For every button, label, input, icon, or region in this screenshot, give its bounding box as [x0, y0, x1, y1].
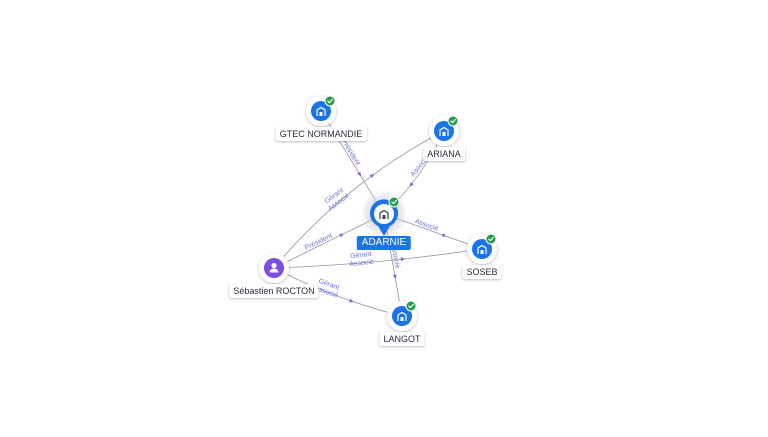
edge-arrow — [409, 182, 414, 187]
edge-arrow — [441, 232, 447, 237]
verified-check-icon — [485, 233, 497, 245]
verified-check-icon — [447, 115, 459, 127]
edge-rocton-langot[interactable] — [273, 267, 403, 317]
focus-pin-inner — [374, 204, 394, 224]
edge-rocton-ariana[interactable] — [273, 130, 445, 269]
person-icon — [269, 262, 279, 273]
node-label-langot[interactable]: LANGOT — [379, 332, 425, 346]
edge-label: Président — [340, 138, 361, 167]
building-icon — [397, 311, 407, 321]
edge-arrow — [369, 173, 375, 179]
edge-label: Gérant — [350, 251, 372, 260]
node-label-adarnie[interactable]: ADARNIE — [356, 236, 412, 250]
edge-label: Associé — [389, 244, 400, 269]
node-label-rocton[interactable]: Sébastien ROCTON — [229, 284, 319, 298]
node-ariana[interactable] — [429, 115, 459, 146]
node-fill — [392, 306, 412, 326]
building-icon — [379, 209, 389, 219]
node-label-gtec[interactable]: GTEC NORMANDIE — [275, 127, 367, 141]
node-fill — [311, 101, 331, 121]
edge-label: Associé — [349, 259, 374, 269]
node-gtec[interactable] — [306, 95, 336, 126]
edge-arrow — [357, 171, 362, 177]
edge-label: Associé — [414, 218, 440, 233]
node-langot[interactable] — [387, 300, 417, 331]
edge-arrow — [339, 233, 344, 238]
verified-check-icon — [324, 95, 336, 107]
verified-check-icon — [405, 300, 417, 312]
edge-arrow — [400, 257, 406, 262]
edge-arrow — [392, 274, 397, 280]
building-icon — [439, 126, 449, 136]
node-fill — [472, 239, 492, 259]
edge-label: Président — [304, 232, 334, 251]
node-label-ariana[interactable]: ARIANA — [423, 147, 465, 161]
node-fill — [434, 121, 454, 141]
edge-rocton-soseb[interactable] — [273, 248, 483, 269]
building-icon — [316, 106, 326, 116]
edge-arrow — [349, 298, 354, 303]
node-adarnie[interactable] — [364, 194, 404, 236]
node-soseb[interactable] — [467, 233, 497, 264]
verified-check-icon — [388, 196, 400, 208]
node-label-soseb[interactable]: SOSEB — [462, 265, 502, 279]
building-icon — [477, 244, 487, 254]
node-rocton[interactable] — [259, 253, 289, 283]
